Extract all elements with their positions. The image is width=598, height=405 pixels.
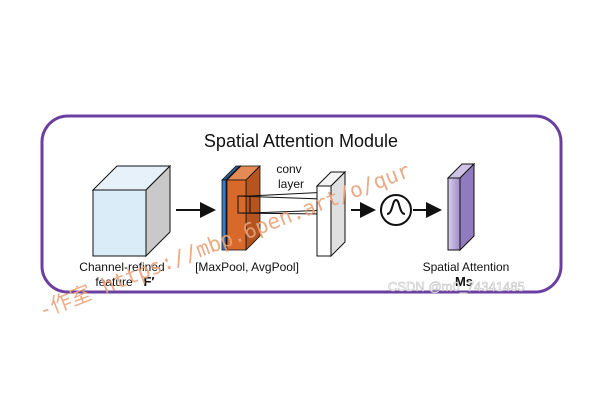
input-label-line1: Channel-refined: [79, 260, 164, 274]
watermark-credit: CSDN @m0_74341485: [388, 279, 525, 294]
pooling-label: [MaxPool, AvgPool]: [195, 260, 299, 274]
pooled-feature-maps: [221, 165, 261, 251]
input-feature-cube: [91, 164, 172, 258]
module-frame: [40, 114, 563, 294]
sigmoid-icon: [380, 194, 412, 226]
input-label-line2: feature: [95, 275, 133, 289]
maxpool-map: [221, 179, 227, 251]
avgpool-map: [226, 179, 247, 251]
module-title: Spatial Attention Module: [204, 131, 398, 151]
output-symbol: Ms: [455, 274, 473, 289]
conv-label-line2: layer: [278, 177, 304, 191]
sigmoid-curve: [386, 198, 406, 215]
input-symbol: F′: [143, 274, 154, 289]
output-label: Spatial Attention: [423, 260, 510, 274]
conv-output-map: [315, 170, 347, 258]
conv-label-line1: conv: [276, 162, 301, 176]
spatial-attention-map: [446, 162, 476, 252]
